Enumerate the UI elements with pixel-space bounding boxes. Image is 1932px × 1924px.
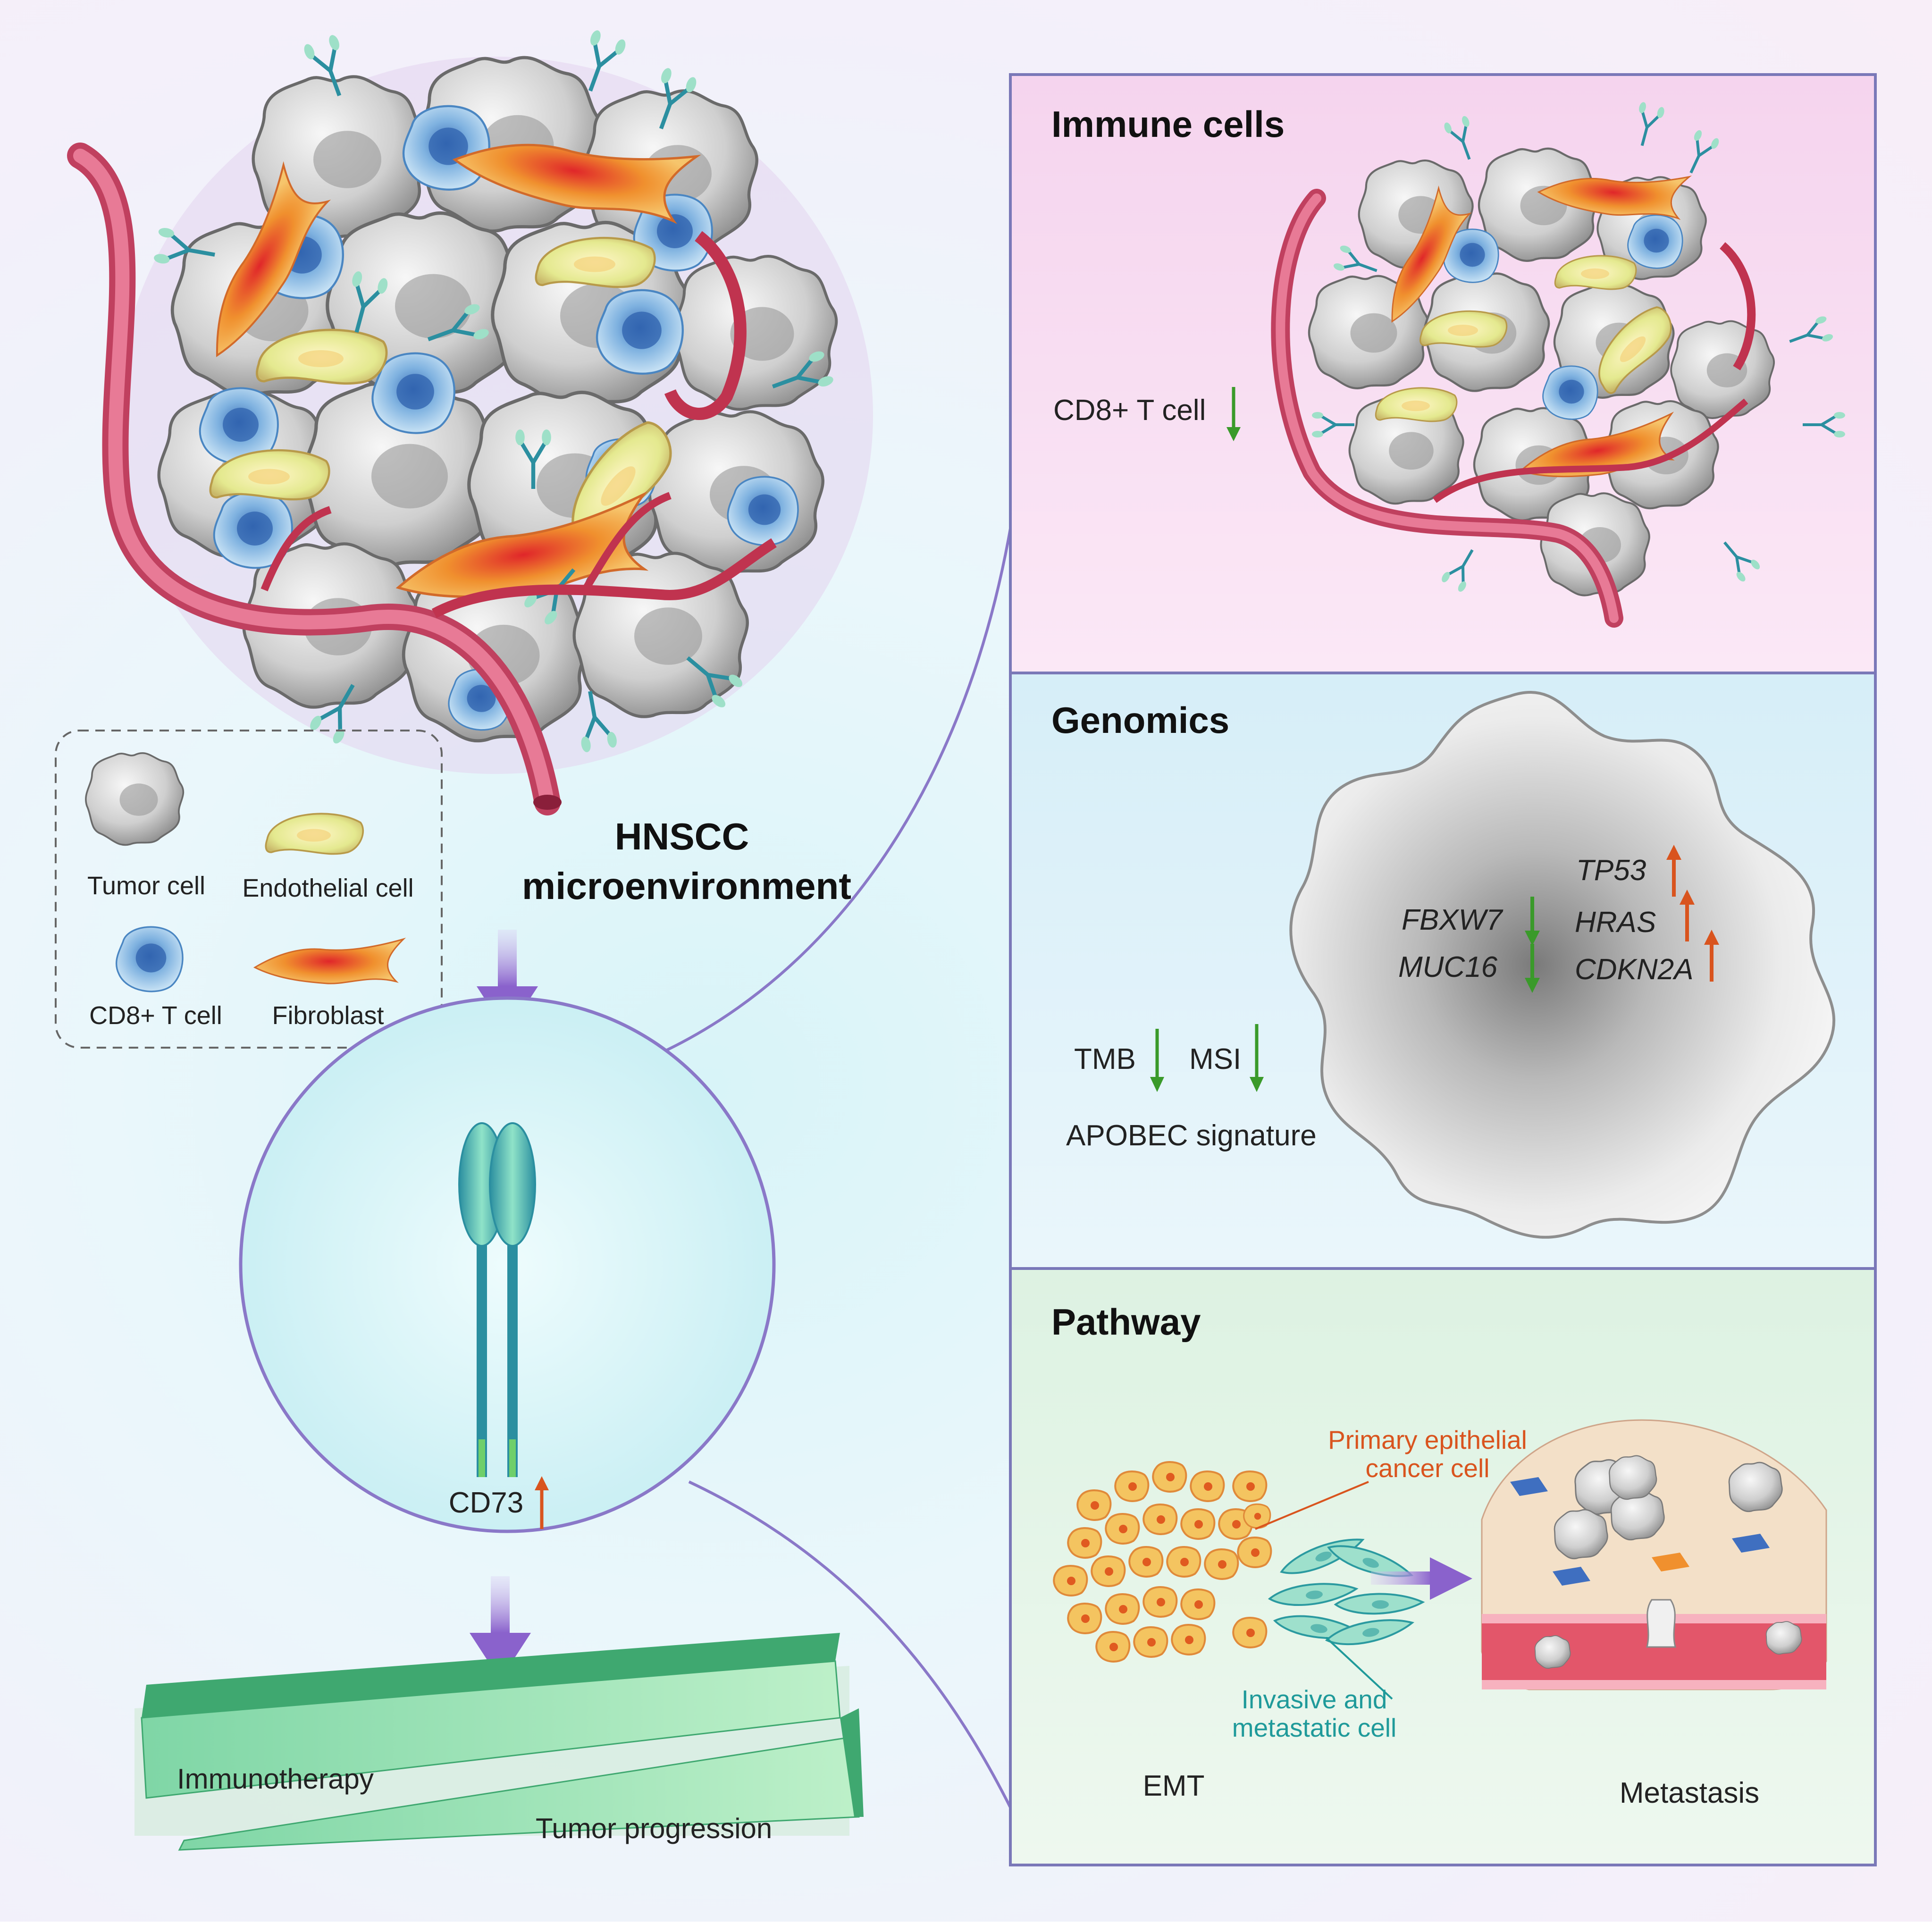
genomics-tumor-cell-icon	[1289, 691, 1836, 1239]
legend-endothelial-cell: Endothelial cell	[242, 874, 413, 902]
main-label-line2: microenvironment	[522, 865, 851, 907]
cd73-up-arrow	[535, 1476, 549, 1529]
endothelial-cell-icon	[265, 813, 364, 855]
tumor-microenvironment-illustration	[67, 29, 873, 815]
main-label-line1: HNSCC	[615, 815, 749, 857]
legend-fibroblast: Fibroblast	[272, 1001, 384, 1030]
msi-down-arrow	[1250, 1024, 1264, 1092]
genomics-panel-title: Genomics	[1051, 699, 1229, 741]
genomics-down-arrow-muc16	[1525, 944, 1540, 993]
legend: Tumor cell Endothelial cell CD8+ T cell …	[55, 730, 443, 1049]
connector-bottom	[688, 1480, 1012, 1808]
msi-label: MSI	[1189, 1043, 1241, 1075]
primary-label-2: cancer cell	[1366, 1454, 1490, 1483]
pathway-panel-title: Pathway	[1051, 1301, 1201, 1343]
immune-mini-tumor	[1271, 101, 1845, 628]
invasive-label-1: Invasive and	[1242, 1685, 1387, 1714]
immune-cd8-down-arrow	[1226, 387, 1241, 441]
tmb-down-arrow	[1150, 1029, 1164, 1092]
legend-tumor-cell: Tumor cell	[87, 872, 205, 900]
gene-hras: HRAS	[1575, 906, 1656, 939]
gene-tp53: TP53	[1576, 854, 1646, 887]
gene-muc16: MUC16	[1398, 951, 1498, 983]
immune-cd8-label: CD8+ T cell	[1053, 394, 1206, 427]
genomics-up-arrow-tp53	[1666, 845, 1681, 897]
cd73-label: CD73	[449, 1487, 524, 1519]
primary-pointer	[1255, 1481, 1369, 1530]
emt-label: EMT	[1143, 1770, 1205, 1802]
tumor-cell-icon	[85, 752, 185, 846]
gene-cdkn2a: CDKN2A	[1575, 953, 1694, 986]
metastasis-label: Metastasis	[1620, 1777, 1759, 1809]
connector-top	[615, 528, 1012, 1073]
panel-pathway: Pathway	[1009, 1267, 1877, 1866]
invasive-label-2: metastatic cell	[1232, 1713, 1396, 1742]
flow-arrow-down-2	[470, 1576, 531, 1680]
apobec-label: APOBEC signature	[1066, 1119, 1317, 1152]
gene-fbxw7: FBXW7	[1402, 904, 1504, 936]
cd73-receptor-icon	[458, 1122, 536, 1477]
genomics-up-arrow-cdkn2a	[1704, 930, 1719, 982]
tmb-label: TMB	[1074, 1043, 1136, 1075]
panel-immune-cells: Immune cells CD8+ T cell	[1009, 73, 1877, 674]
invasive-pointer	[1325, 1637, 1393, 1700]
outcome-seesaw: Immunotherapy Tumor progression	[134, 1633, 864, 1851]
tumor-progression-label: Tumor progression	[536, 1813, 772, 1844]
pathway-arrow	[1371, 1557, 1472, 1600]
immunotherapy-label: Immunotherapy	[177, 1763, 374, 1795]
panel-genomics: Genomics FBXW7 MUC16 TP53 HRAS CDKN2A TM…	[1009, 672, 1877, 1270]
genomics-down-arrow-fbxw7	[1525, 897, 1540, 946]
cd73-circle: CD73	[239, 996, 776, 1533]
primary-label-1: Primary epithelial	[1328, 1425, 1527, 1454]
immune-panel-title: Immune cells	[1051, 103, 1285, 145]
metastasis-illustration	[1481, 1419, 1827, 1690]
cd8-t-cell-icon	[115, 926, 184, 992]
legend-cd8-t-cell: CD8+ T cell	[89, 1001, 222, 1030]
fibroblast-icon	[254, 938, 404, 984]
genomics-up-arrow-hras	[1680, 890, 1695, 941]
